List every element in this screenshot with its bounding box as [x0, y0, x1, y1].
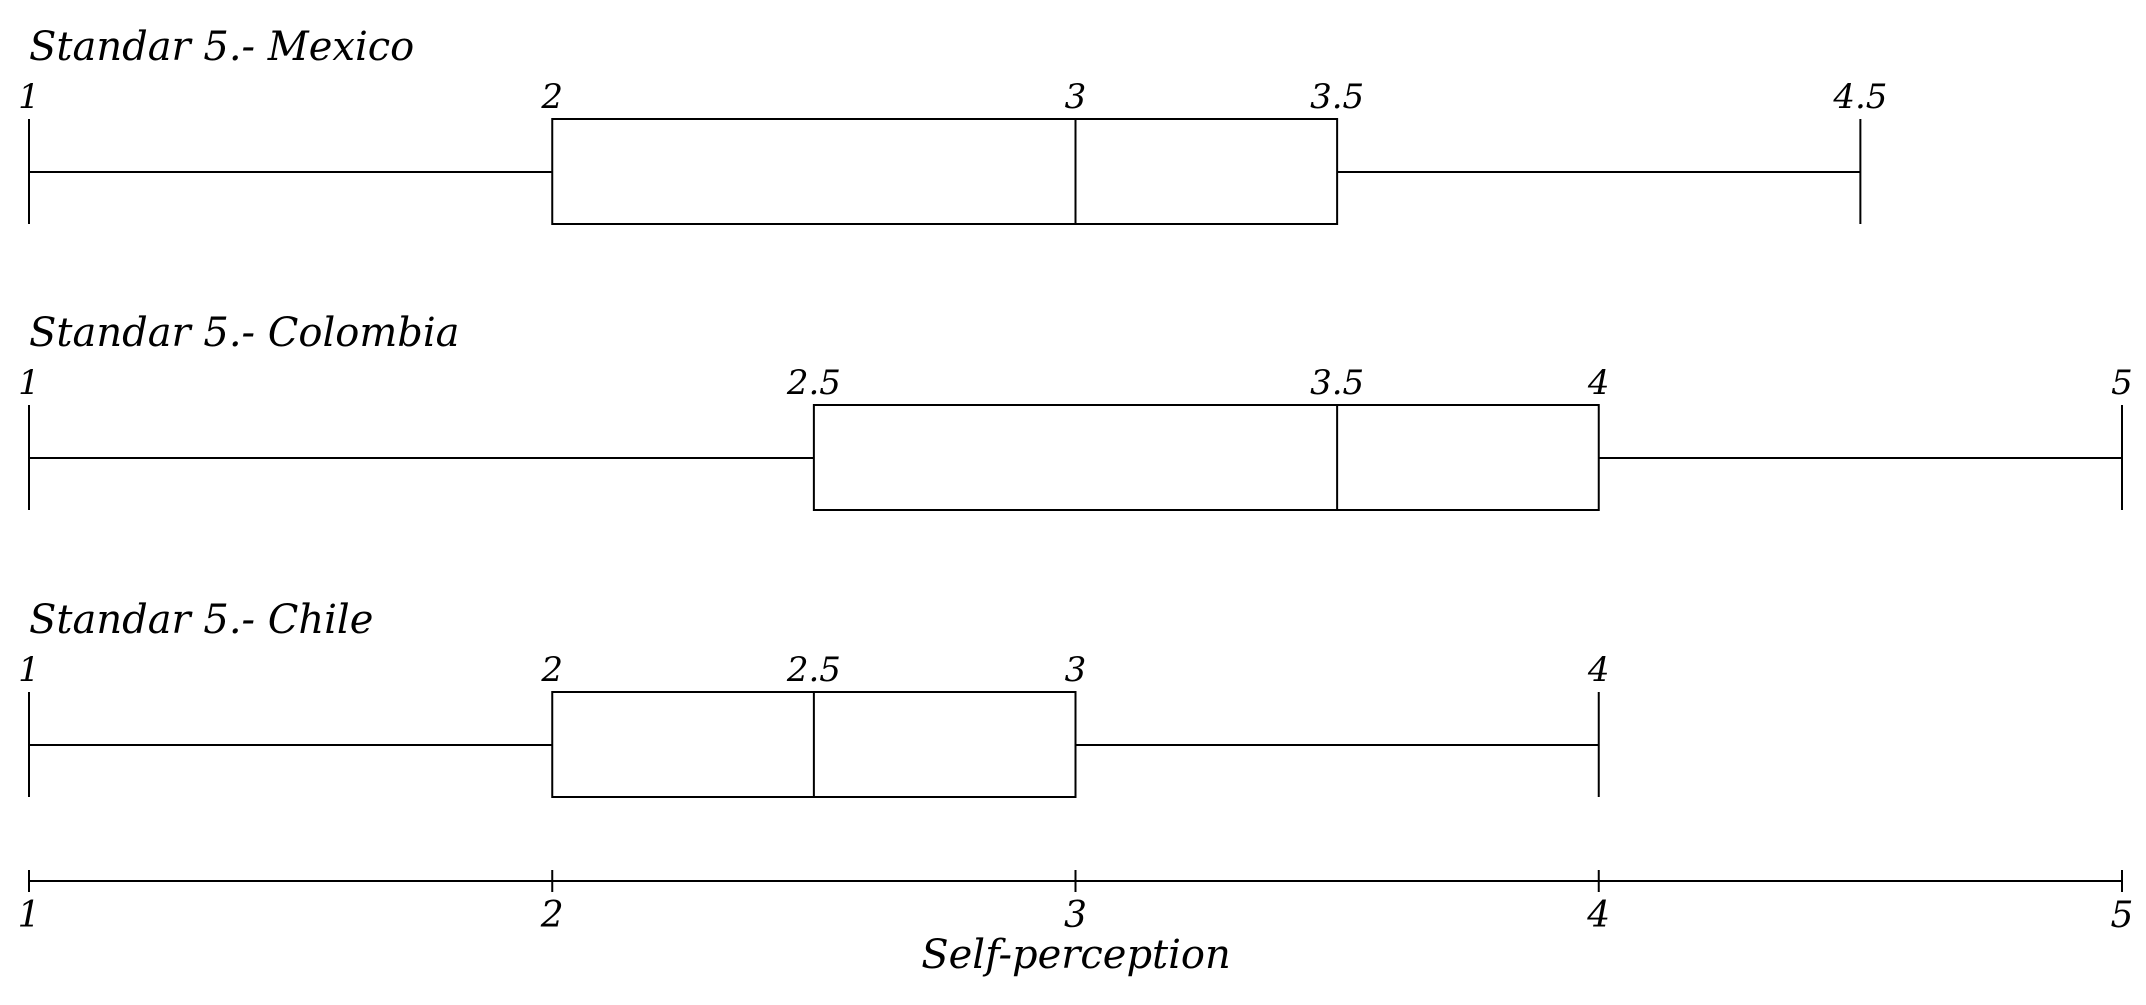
x-tick-label-5: 5 [2111, 895, 2134, 936]
panel-title: Standar 5.- Mexico [29, 24, 414, 70]
iqr-box [812, 404, 1600, 511]
x-axis-title: Self-perception [921, 932, 1231, 978]
value-label-q1: 2 [540, 650, 563, 690]
value-label-q1: 2.5 [786, 363, 841, 403]
x-axis: 1 2 3 4 5 [18, 870, 2134, 936]
value-label-max: 4.5 [1832, 77, 1887, 117]
value-label-median: 3 [1065, 77, 1087, 117]
boxplot-panel-1: Standar 5.- Mexico 1 2 3 3.5 4.5 [18, 24, 1887, 225]
value-label-max: 5 [2111, 363, 2133, 403]
value-label-q3: 3 [1065, 650, 1087, 690]
x-tick-label-2: 2 [540, 895, 564, 936]
x-tick-label-4: 4 [1586, 895, 1610, 936]
value-label-max: 4 [1587, 650, 1610, 690]
panel-title: Standar 5.- Colombia [29, 310, 460, 356]
value-label-min: 1 [18, 650, 40, 690]
value-label-q1: 2 [540, 77, 563, 117]
iqr-box [551, 118, 1339, 225]
value-label-q3: 3.5 [1310, 77, 1364, 117]
x-tick-label-3: 3 [1064, 895, 1087, 936]
panel-title: Standar 5.- Chile [29, 597, 373, 643]
boxplot-panel-2: Standar 5.- Colombia 1 2.5 3.5 4 5 [18, 310, 2133, 511]
value-label-median: 3.5 [1310, 363, 1364, 403]
boxplot-panel-3: Standar 5.- Chile 1 2 2.5 3 4 [18, 597, 1610, 798]
value-label-median: 2.5 [786, 650, 841, 690]
value-label-q3: 4 [1587, 363, 1610, 403]
x-tick-label-1: 1 [18, 895, 41, 936]
value-label-min: 1 [18, 363, 40, 403]
value-label-min: 1 [18, 77, 40, 117]
